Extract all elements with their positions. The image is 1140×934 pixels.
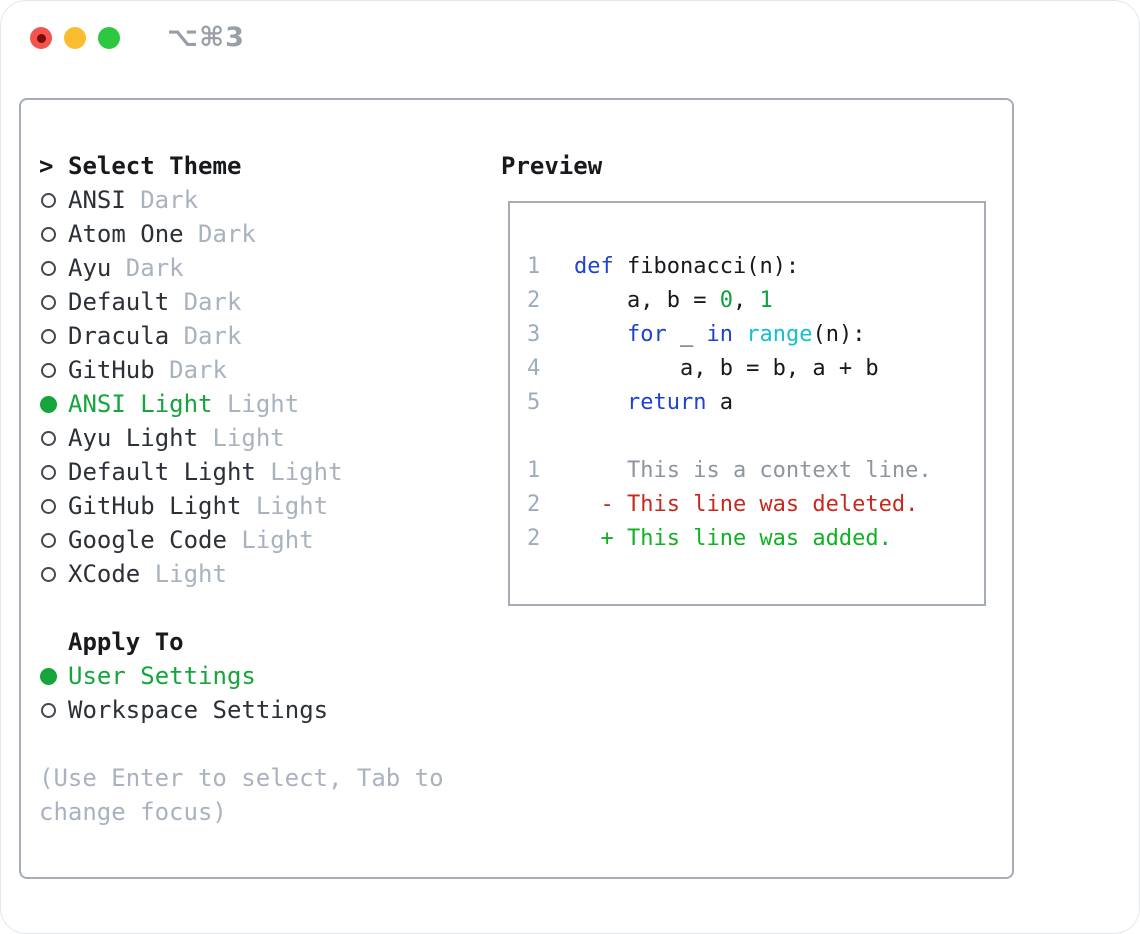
line-number: 2 <box>527 287 541 313</box>
theme-variant: Light <box>241 526 314 554</box>
line-number: 1 <box>527 457 541 483</box>
radio-icon <box>39 702 68 718</box>
theme-name: Dracula <box>68 322 170 350</box>
radio-icon <box>39 532 68 548</box>
theme-name: Ayu <box>68 254 112 282</box>
help-text-line-1: (Use Enter to select, Tab to <box>39 764 444 792</box>
theme-variant: Dark <box>183 288 242 316</box>
apply-to-title: Apply To <box>68 628 184 656</box>
apply-option-label: User Settings <box>68 662 256 690</box>
line-number: 2 <box>527 525 541 551</box>
theme-name: GitHub Light <box>68 492 242 520</box>
theme-option-ayu[interactable]: Ayu Dark <box>39 251 479 285</box>
line-number: 4 <box>527 355 541 381</box>
keyboard-shortcut-label: ⌥⌘3 <box>167 22 245 53</box>
radio-icon <box>39 667 68 685</box>
theme-name: ANSI <box>68 186 126 214</box>
radio-icon <box>39 362 68 378</box>
theme-option-default[interactable]: Default Dark <box>39 285 479 319</box>
select-theme-title-row: > Select Theme <box>39 149 479 183</box>
code-line: 2 + This line was added. <box>527 525 892 551</box>
theme-variant: Dark <box>125 254 184 282</box>
code-line <box>527 419 984 453</box>
close-icon <box>36 33 46 43</box>
apply-option-user-settings[interactable]: User Settings <box>39 659 479 693</box>
apply-option-label: Workspace Settings <box>68 696 329 724</box>
theme-option-dracula[interactable]: Dracula Dark <box>39 319 479 353</box>
theme-name: GitHub <box>68 356 155 384</box>
theme-name: XCode <box>68 560 141 588</box>
radio-icon <box>39 430 68 446</box>
theme-variant: Light <box>255 492 329 520</box>
code-line: 3 for _ in range(n): <box>527 321 866 347</box>
code-line: 4 a, b = b, a + b <box>527 355 879 381</box>
code-line: 1 This is a context line. <box>527 457 932 483</box>
theme-option-github-light[interactable]: GitHub Light Light <box>39 489 479 523</box>
theme-variant: Dark <box>198 220 256 248</box>
radio-icon <box>39 226 68 242</box>
theme-option-atom-one[interactable]: Atom One Dark <box>39 217 479 251</box>
radio-icon <box>39 192 68 208</box>
theme-option-ayu-light[interactable]: Ayu Light Light <box>39 421 479 455</box>
radio-icon <box>39 464 68 480</box>
theme-option-ansi[interactable]: ANSI Dark <box>39 183 479 217</box>
radio-icon <box>39 260 68 276</box>
radio-icon <box>39 498 68 514</box>
code-line: 5 return a <box>527 389 733 415</box>
spacer <box>39 591 479 625</box>
theme-name: Default Light <box>68 458 256 486</box>
line-number: 5 <box>527 389 541 415</box>
preview-title: Preview <box>501 152 603 180</box>
code-line: 2 - This line was deleted. <box>527 491 919 517</box>
line-number: 1 <box>527 253 541 279</box>
radio-icon <box>39 328 68 344</box>
theme-name: Default <box>68 288 170 316</box>
theme-variant: Light <box>226 390 300 418</box>
theme-name: Ayu Light <box>68 424 199 452</box>
theme-option-google-code[interactable]: Google Code Light <box>39 523 479 557</box>
zoom-button[interactable] <box>98 27 120 49</box>
line-number: 3 <box>527 321 541 347</box>
theme-name: ANSI Light <box>68 390 213 418</box>
selection-caret-icon: > <box>39 152 54 180</box>
minimize-button[interactable] <box>64 27 86 49</box>
apply-to-title-row: Apply To <box>39 625 479 659</box>
theme-option-github[interactable]: GitHub Dark <box>39 353 479 387</box>
help-text-line-2: change focus) <box>39 798 227 826</box>
theme-variant: Dark <box>169 356 227 384</box>
radio-icon <box>39 395 68 413</box>
theme-variant: Light <box>154 560 227 588</box>
spacer <box>39 727 479 761</box>
theme-option-ansi-light[interactable]: ANSI Light Light <box>39 387 479 421</box>
radio-icon <box>39 566 68 582</box>
theme-name: Atom One <box>68 220 184 248</box>
radio-icon <box>39 294 68 310</box>
theme-variant: Dark <box>183 322 242 350</box>
theme-name: Google Code <box>68 526 227 554</box>
theme-variant: Dark <box>140 186 199 214</box>
theme-variant: Light <box>270 458 343 486</box>
line-number: 2 <box>527 491 541 517</box>
theme-variant: Light <box>212 424 285 452</box>
apply-option-workspace-settings[interactable]: Workspace Settings <box>39 693 479 727</box>
preview-title-row: Preview <box>501 149 602 183</box>
theme-option-xcode[interactable]: XCode Light <box>39 557 479 591</box>
code-line: 2 a, b = 0, 1 <box>527 287 773 313</box>
theme-option-default-light[interactable]: Default Light Light <box>39 455 479 489</box>
close-button[interactable] <box>30 27 52 49</box>
select-theme-title: Select Theme <box>68 152 242 180</box>
window-controls <box>30 27 120 49</box>
